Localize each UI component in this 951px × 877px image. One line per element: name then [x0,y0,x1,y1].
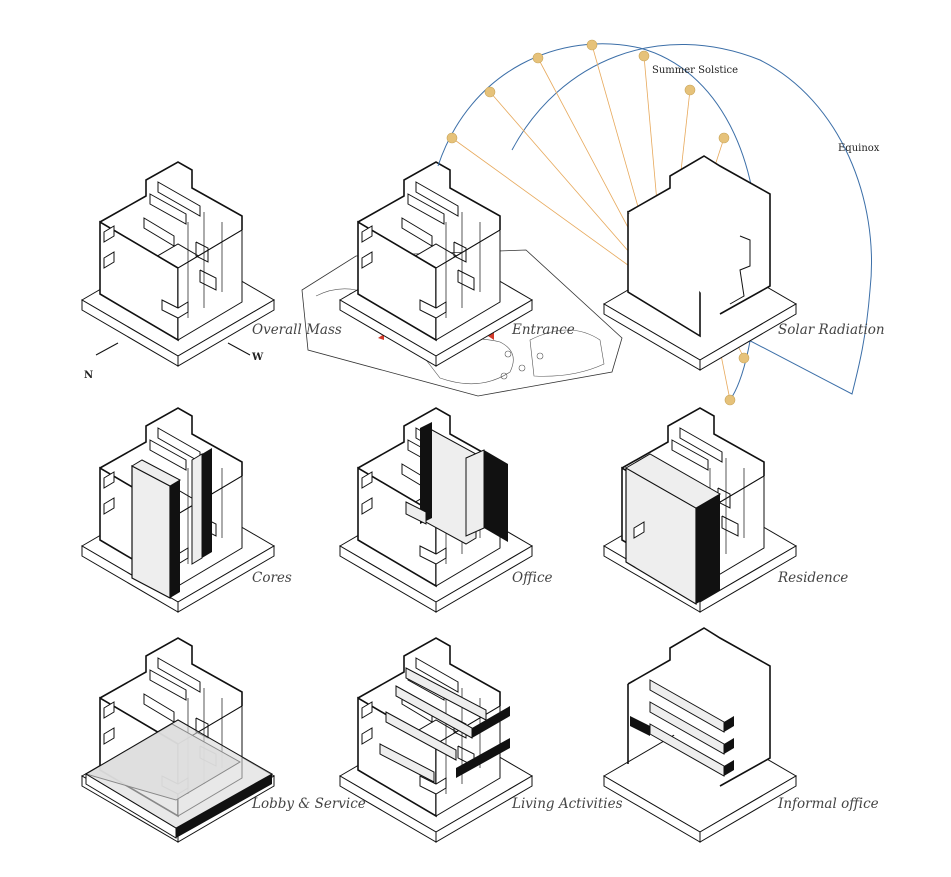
building-solar-radiation [603,155,797,371]
building-living-activities [339,637,533,843]
building-office [339,407,533,613]
building-residence [603,407,797,613]
equinox-arc [511,44,872,395]
caption-lobby-service: Lobby & Service [252,796,366,812]
summer-solstice-label: Summer Solstice [652,65,739,76]
compass [95,342,251,356]
caption-informal-office: Informal office [778,796,879,812]
building-informal-office [603,627,797,843]
equinox-label: Equinox [838,143,880,154]
building-cores [81,407,275,613]
caption-cores: Cores [252,570,292,586]
caption-residence: Residence [778,570,849,586]
caption-office: Office [512,570,553,586]
entrance-marker [378,334,384,340]
compass-west-label: W [252,352,264,363]
building-lobby-service [81,637,275,843]
caption-overall-mass: Overall Mass [252,322,342,338]
building-overall-mass [81,161,275,367]
caption-entrance: Entrance [512,322,575,338]
entrance-marker [488,332,494,340]
caption-living-activities: Living Activities [512,796,623,812]
caption-solar-radiation: Solar Radiation [778,322,885,338]
compass-north-label: N [84,370,94,381]
